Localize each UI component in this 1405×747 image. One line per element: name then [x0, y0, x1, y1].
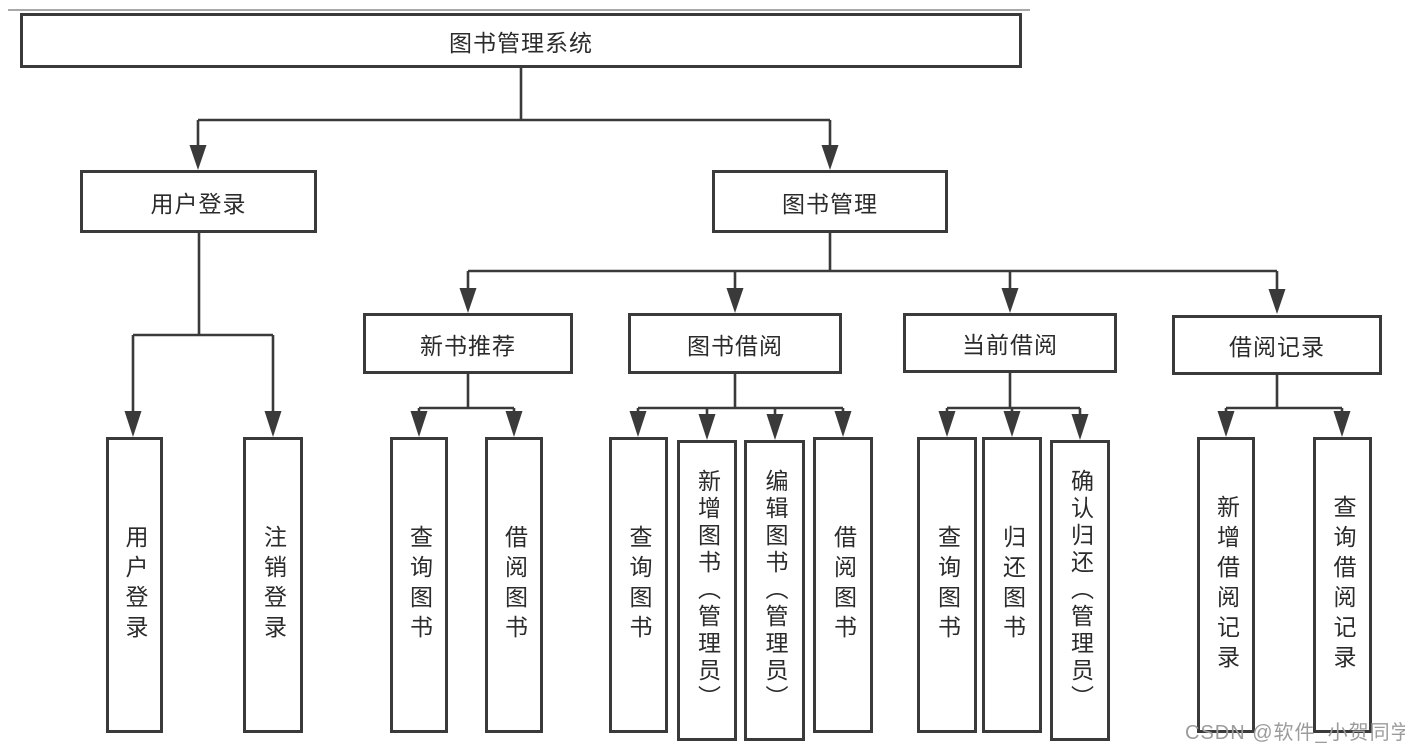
- leaf-br-add-record-label: 新增借阅记录: [1213, 495, 1240, 675]
- node-current-borrow: 当前借阅: [903, 313, 1117, 373]
- node-book-management: 图书管理: [712, 170, 948, 233]
- node-current-borrow-label: 当前借阅: [962, 332, 1058, 358]
- node-borrow-record-label: 借阅记录: [1229, 334, 1325, 360]
- arrowhead-cb-confirm: [1071, 414, 1089, 440]
- node-borrow-record: 借阅记录: [1172, 315, 1382, 375]
- arrowhead-new-book: [459, 288, 477, 313]
- arrowhead-br-add: [1217, 411, 1235, 437]
- leaf-cb-confirm-return-admin: 确认归还（管理员）: [1050, 440, 1110, 741]
- leaf-cb-query-books-label: 查询图书: [934, 525, 961, 645]
- arrowhead-current-borrow: [1001, 288, 1019, 313]
- arrowhead-leaf-login: [124, 411, 142, 437]
- leaf-nb-query-books-label: 查询图书: [406, 525, 433, 645]
- leaf-br-query-record: 查询借阅记录: [1313, 437, 1372, 733]
- node-book-borrow-label: 图书借阅: [687, 332, 783, 359]
- leaf-br-query-record-label: 查询借阅记录: [1330, 495, 1356, 675]
- arrowhead-bb-query: [629, 411, 647, 437]
- arrowhead-cb-return: [1003, 411, 1021, 437]
- arrowhead-borrow-record: [1268, 289, 1286, 314]
- leaf-cb-confirm-return-admin-label: 确认归还（管理员）: [1067, 469, 1094, 712]
- leaf-user-login: 用户登录: [106, 437, 163, 733]
- arrowhead-nb-borrow: [505, 411, 523, 437]
- leaf-bb-borrow-books-label: 借阅图书: [830, 525, 857, 645]
- arrowhead-user-login: [189, 145, 207, 170]
- arrowhead-bb-edit: [766, 414, 784, 440]
- leaf-bb-borrow-books: 借阅图书: [813, 437, 873, 733]
- leaf-logout-label: 注销登录: [260, 525, 287, 645]
- leaf-user-login-label: 用户登录: [122, 525, 148, 645]
- arrowhead-nb-query: [410, 411, 428, 437]
- leaf-bb-add-books-admin-label: 新增图书（管理员）: [694, 469, 721, 712]
- node-book-management-label: 图书管理: [782, 190, 878, 217]
- leaf-bb-query-books-label: 查询图书: [626, 525, 652, 645]
- leaf-cb-return-books: 归还图书: [982, 437, 1042, 733]
- node-new-book-recommend: 新书推荐: [363, 313, 573, 374]
- arrowhead-br-query: [1333, 411, 1351, 437]
- leaf-nb-borrow-books-label: 借阅图书: [501, 525, 528, 645]
- node-user-login-label: 用户登录: [150, 190, 247, 217]
- leaf-cb-return-books-label: 归还图书: [999, 525, 1026, 645]
- arrowhead-cb-query: [938, 411, 956, 437]
- top-edge-line: [8, 9, 1030, 11]
- leaf-nb-query-books: 查询图书: [390, 437, 448, 733]
- leaf-bb-edit-books-admin-label: 编辑图书（管理员）: [762, 469, 788, 712]
- arrowhead-bb-borrow: [834, 411, 852, 437]
- leaf-bb-edit-books-admin: 编辑图书（管理员）: [744, 440, 805, 741]
- arrowhead-book-borrow: [726, 288, 744, 313]
- arrowhead-bb-add: [698, 414, 716, 440]
- node-root: 图书管理系统: [20, 13, 1022, 68]
- watermark: CSDN @软件_小贺同学: [1185, 722, 1405, 744]
- arrowhead-leaf-logout: [264, 411, 282, 437]
- leaf-bb-query-books: 查询图书: [609, 437, 668, 733]
- node-new-book-recommend-label: 新书推荐: [420, 332, 516, 359]
- node-book-borrow: 图书借阅: [628, 313, 842, 374]
- leaf-bb-add-books-admin: 新增图书（管理员）: [677, 440, 737, 741]
- node-user-login: 用户登录: [80, 170, 317, 233]
- leaf-logout: 注销登录: [243, 437, 303, 733]
- leaf-cb-query-books: 查询图书: [917, 437, 977, 733]
- arrowhead-book-management: [821, 145, 839, 170]
- node-root-label: 图书管理系统: [449, 29, 593, 56]
- leaf-br-add-record: 新增借阅记录: [1197, 437, 1255, 733]
- leaf-nb-borrow-books: 借阅图书: [485, 437, 543, 733]
